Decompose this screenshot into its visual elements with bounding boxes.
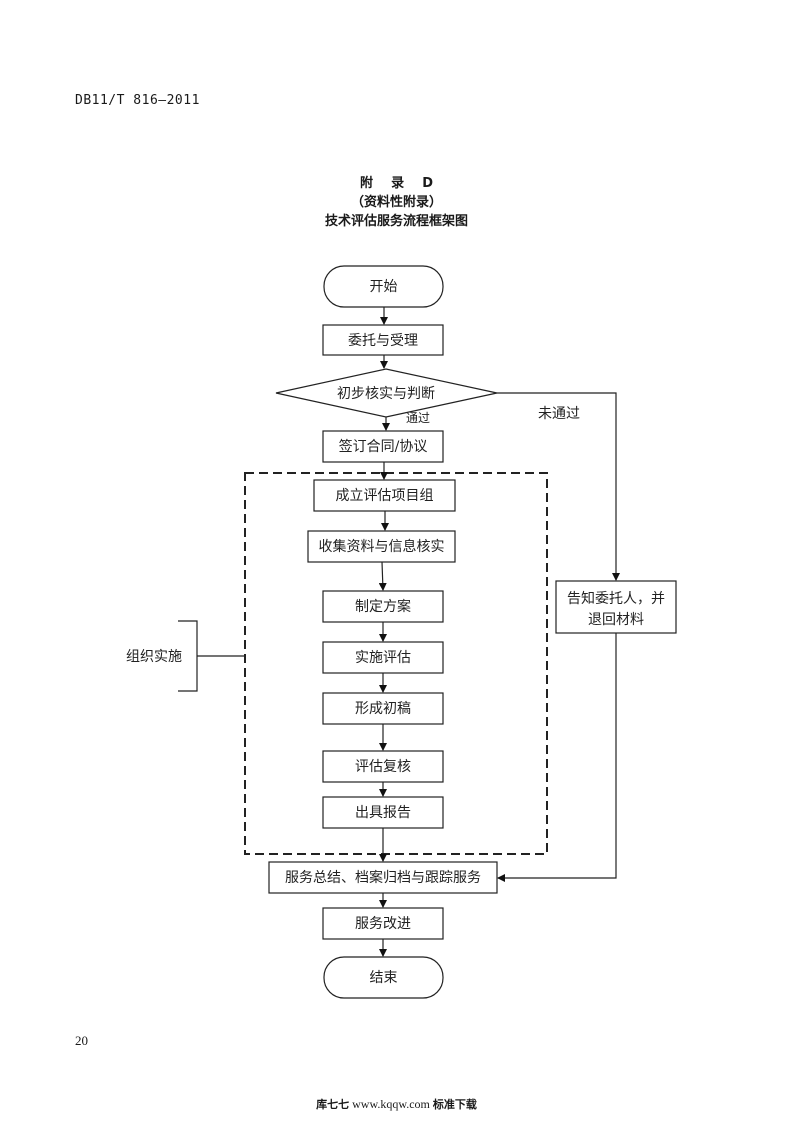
collect-info-box (307, 530, 456, 563)
watermark-left: 库七七 (316, 1098, 350, 1111)
draft-label: 形成初稿 (355, 700, 411, 717)
end-label: 结束 (370, 970, 398, 986)
appendix-type: （资料性附录） (350, 195, 442, 210)
fail-label: 未通过 (538, 406, 580, 422)
entrust-label: 委托与受理 (348, 333, 418, 349)
watermark-right: 标准下载 (432, 1098, 477, 1111)
sign-contract-label: 签订合同/协议 (339, 438, 428, 455)
set-team-label: 成立评估项目组 (336, 488, 434, 504)
review-label: 评估复核 (355, 758, 411, 775)
arrow-notify-summary (497, 633, 617, 882)
issue-report-label: 出具报告 (355, 805, 411, 821)
pass-label: 通过 (406, 411, 430, 425)
decision-label: 初步核实与判断 (337, 385, 435, 402)
set-team-box (313, 479, 456, 512)
page-number: 20 (75, 1033, 88, 1048)
issue-report-box (322, 796, 444, 829)
arrow-collect-plan (378, 561, 387, 591)
make-plan-label: 制定方案 (355, 598, 411, 615)
notify-label-line2: 退回材料 (588, 612, 644, 628)
improve-label: 服务改进 (355, 916, 411, 932)
make-plan-box (322, 590, 444, 623)
standard-code: DB11/T 816—2011 (75, 93, 200, 108)
implementation-group-frame (244, 472, 548, 855)
notify-label-line1: 告知委托人，并 (567, 590, 665, 607)
end-terminal (323, 956, 444, 999)
watermark-url: www.kqqw.com (352, 1097, 430, 1111)
collect-info-label: 收集资料与信息核实 (319, 538, 445, 555)
implement-label: 实施评估 (355, 650, 411, 666)
arrow-decision-notify (497, 392, 620, 581)
group-label: 组织实施 (126, 649, 182, 665)
appendix-title-block: 附 录 D （资料性附录） 技术评估服务流程框架图 (0, 174, 793, 231)
summary-archive-label: 服务总结、档案归档与跟踪服务 (285, 869, 481, 886)
start-label: 开始 (370, 279, 398, 295)
improve-box (322, 907, 444, 940)
figure-heading: 技术评估服务流程框架图 (324, 214, 468, 229)
notify-box (555, 580, 677, 634)
appendix-label: 附 录 D (360, 176, 433, 191)
review-box (322, 750, 444, 783)
watermark: 库七七 www.kqqw.com 标准下载 (0, 1096, 793, 1112)
sign-contract-box (322, 430, 444, 463)
implement-box (322, 641, 444, 674)
entrust-box (322, 324, 444, 356)
